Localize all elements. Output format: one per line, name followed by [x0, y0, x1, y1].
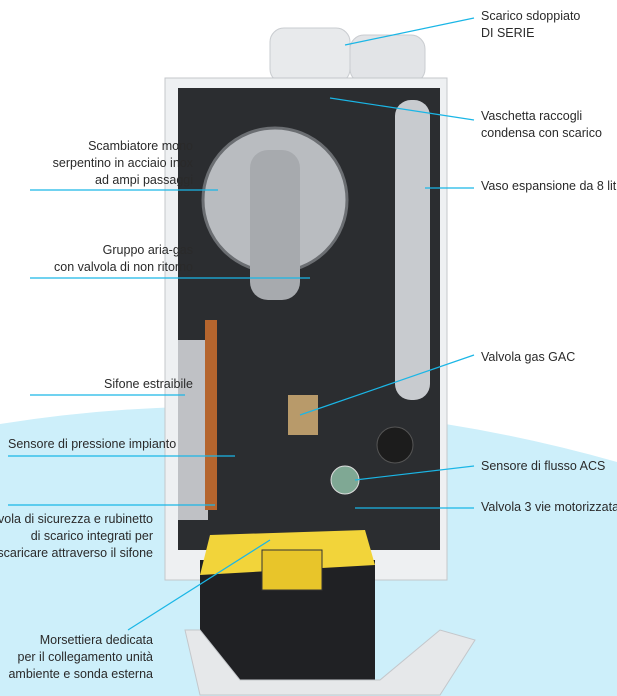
label-vaso: Vaso espansione da 8 litri — [481, 179, 617, 193]
label-vaschetta: Vaschetta raccogli condensa con scarico — [481, 108, 602, 142]
copper-pipe — [205, 320, 217, 510]
label-line: Valvola di sicurezza e rubinetto — [0, 512, 153, 526]
gas-valve — [288, 395, 318, 435]
label-sensore-pressione: Sensore di pressione impianto — [8, 437, 177, 451]
label-line: ad ampi passaggi — [95, 173, 193, 187]
siphon — [178, 340, 208, 520]
wall-bracket — [184, 629, 476, 696]
label-line: Scambiatore mono — [88, 139, 193, 153]
label-line: ambiente e sonda esterna — [8, 667, 153, 681]
label-line: serpentino in acciaio inox — [52, 156, 193, 170]
label-line: condensa con scarico — [481, 126, 602, 140]
terminal-label — [261, 549, 323, 591]
leader-lines — [8, 17, 475, 631]
label-gruppo: Gruppo aria-gas con valvola di non ritor… — [54, 242, 193, 276]
label-scarico: Scarico sdoppiato DI SERIE — [481, 8, 580, 42]
expansion-vessel — [395, 100, 430, 400]
label-line: DI SERIE — [481, 26, 535, 40]
label-line: con valvola di non ritorno — [54, 260, 193, 274]
label-line: Morsettiera dedicata — [39, 633, 153, 647]
label-scambiatore: Scambiatore mono serpentino in acciaio i… — [53, 138, 193, 189]
label-line: Vaschetta raccogli — [481, 109, 583, 123]
label-sifone: Sifone estraibile — [104, 377, 193, 391]
label-morsettiera: Morsettiera dedicata per il collegamento… — [8, 632, 153, 683]
leader-morsettiera — [127, 539, 271, 631]
leader-vaschetta — [329, 97, 475, 121]
label-line: Scarico sdoppiato — [481, 9, 581, 23]
leader-sensore-flusso — [354, 465, 475, 481]
label-valvola-3vie: Valvola 3 vie motorizzata — [481, 500, 617, 514]
label-line: Gruppo aria-gas — [102, 243, 193, 257]
label-line: per il collegamento unità — [17, 650, 154, 664]
flue-outlet — [269, 27, 351, 84]
label-line: di scarico integrati per — [30, 529, 153, 543]
three-way-valve — [376, 426, 414, 464]
flow-sensor — [330, 465, 360, 495]
label-sensore-flusso: Sensore di flusso ACS — [481, 459, 606, 473]
label-valvola-gas: Valvola gas GAC — [481, 350, 576, 364]
leader-valvola-gas — [299, 354, 475, 416]
label-line: scaricare attraverso il sifone — [0, 546, 153, 560]
burner-duct — [250, 150, 300, 300]
leader-scarico — [344, 17, 475, 46]
label-valvola-sicurezza: Valvola di sicurezza e rubinetto di scar… — [0, 511, 153, 562]
